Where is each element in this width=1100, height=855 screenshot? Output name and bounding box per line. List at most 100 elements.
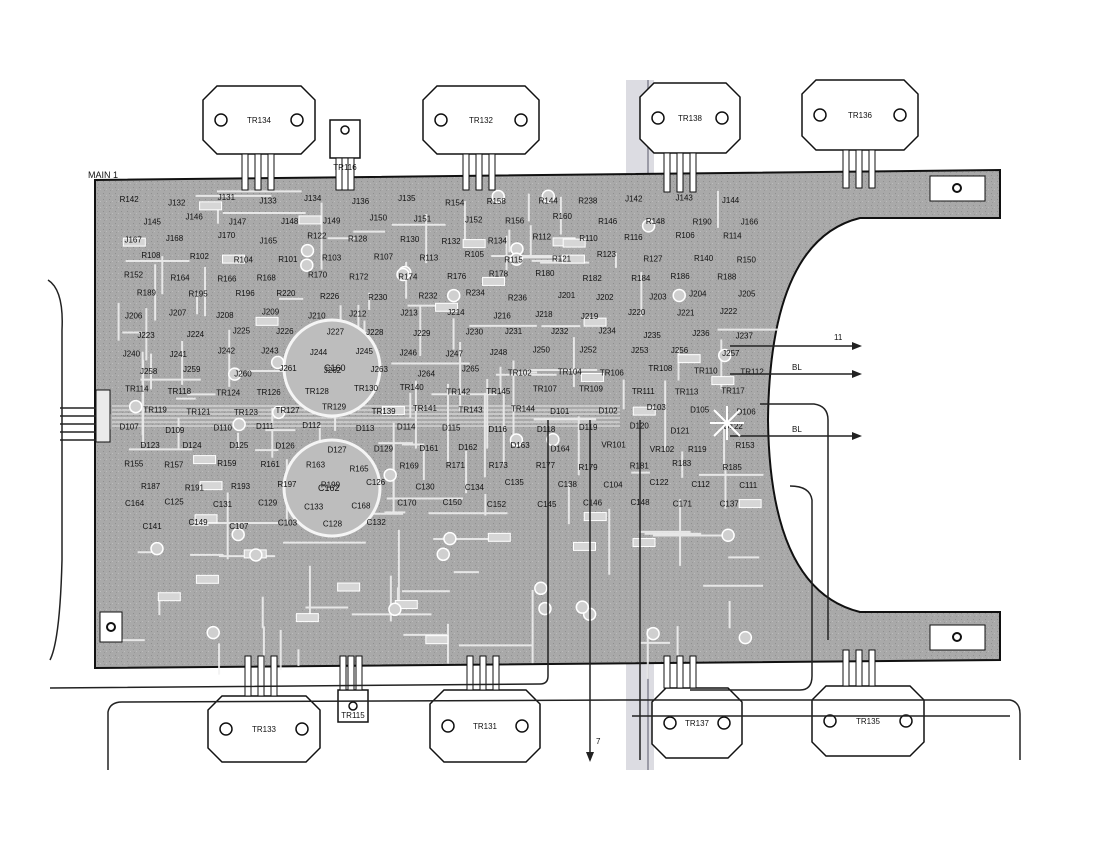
test-point-icon [710, 406, 744, 440]
component-ref: R161 [261, 460, 281, 469]
component-ref: R230 [368, 293, 388, 302]
component-ref: TR127 [276, 406, 301, 415]
component-ref: TR142 [446, 387, 471, 396]
component-ref: J145 [144, 217, 162, 226]
power-transistor: TR137 [651, 655, 743, 759]
component-ref: J216 [493, 312, 511, 321]
component-ref: R115 [504, 256, 523, 265]
component-ref: TR111 [632, 387, 655, 396]
component-ref: R238 [578, 197, 598, 206]
component-ref: J149 [323, 217, 341, 226]
component-ref: J247 [446, 350, 464, 359]
component-ref: R196 [236, 289, 256, 298]
component-ref: D109 [165, 426, 185, 435]
power-transistor: TR115 [337, 655, 369, 723]
component-ref: J222 [720, 307, 738, 316]
component-ref: J166 [741, 217, 759, 226]
component-ref: J242 [218, 346, 236, 355]
svg-text:11: 11 [834, 333, 843, 342]
component-ref: D102 [598, 407, 618, 416]
component-ref: C164 [125, 499, 145, 508]
power-transistor: TR134 [202, 85, 316, 191]
transistor-ref: TR134 [247, 116, 272, 125]
component-ref: J231 [505, 327, 523, 336]
transistor-ref: TR116 [333, 163, 357, 172]
component-ref: D116 [488, 425, 507, 434]
component-ref: R155 [124, 459, 144, 468]
component-ref: D103 [647, 403, 667, 412]
component-ref: J132 [168, 198, 186, 207]
transistor-ref: TR138 [678, 114, 703, 123]
svg-text:C162: C162 [318, 483, 340, 493]
component-ref: J218 [535, 310, 553, 319]
component-ref: J244 [310, 348, 328, 357]
component-ref: R197 [277, 480, 297, 489]
component-ref: J241 [170, 350, 188, 359]
component-ref: J203 [649, 293, 667, 302]
component-ref: C146 [583, 498, 603, 507]
component-ref: TR139 [372, 407, 397, 416]
component-ref: VR101 [601, 441, 626, 450]
component-ref: J214 [447, 308, 465, 317]
component-ref: C111 [739, 481, 757, 490]
component-ref: J227 [327, 328, 345, 337]
component-ref: J221 [677, 308, 695, 317]
mounting-hole [929, 624, 986, 651]
component-ref: J236 [692, 329, 710, 338]
component-ref: J168 [166, 234, 184, 243]
power-transistor: TR132 [422, 85, 540, 191]
component-ref: R105 [465, 250, 485, 259]
component-ref: R177 [536, 461, 556, 470]
component-ref: C170 [397, 498, 417, 507]
transistor-ref: TR115 [341, 711, 365, 720]
component-ref: R183 [672, 459, 692, 468]
component-ref: D164 [551, 445, 571, 454]
component-ref: R128 [348, 234, 368, 243]
component-ref: R164 [170, 273, 190, 282]
transistor-ref: TR137 [685, 719, 710, 728]
component-ref: TR110 [694, 366, 718, 375]
component-ref: R178 [489, 270, 509, 279]
component-ref: R165 [350, 465, 370, 474]
small-components [122, 189, 762, 645]
component-ref: J167 [124, 236, 142, 245]
edge-connector [47, 279, 111, 661]
component-ref: J258 [140, 367, 158, 376]
component-ref: TR108 [648, 364, 673, 373]
component-ref: TR106 [600, 368, 625, 377]
component-ref: D122 [724, 422, 744, 431]
component-ref: R160 [553, 212, 573, 221]
component-ref: J150 [370, 213, 388, 222]
component-ref: J265 [462, 365, 480, 374]
component-ref: R182 [583, 274, 603, 283]
power-transistor: TR135 [811, 649, 925, 757]
component-ref: J144 [722, 196, 740, 205]
transistor-ref: TR136 [848, 111, 873, 120]
component-ref: R103 [322, 254, 342, 263]
component-ref: C130 [415, 483, 435, 492]
component-ref: TR109 [579, 385, 604, 394]
svg-text:7: 7 [596, 737, 601, 746]
component-ref: J133 [259, 196, 277, 205]
component-ref: R173 [489, 461, 509, 470]
component-ref: J219 [581, 312, 599, 321]
component-ref: J170 [218, 231, 236, 240]
component-ref: R142 [120, 195, 140, 204]
component-ref: R220 [276, 289, 296, 298]
component-ref: D125 [229, 441, 249, 450]
component-ref: J262 [324, 366, 342, 375]
component-ref: J223 [137, 331, 155, 340]
component-ref: TR121 [186, 408, 211, 417]
large-capacitor: C160 [282, 318, 382, 418]
component-ref: J252 [579, 345, 597, 354]
power-transistor: TR136 [801, 79, 919, 189]
component-ref: R101 [278, 255, 298, 264]
component-ref: J212 [349, 309, 367, 318]
power-transistor: TR138 [639, 82, 741, 193]
component-ref: TR102 [508, 369, 533, 378]
component-ref: J253 [631, 346, 649, 355]
component-ref: TR123 [234, 408, 259, 417]
component-ref: R184 [631, 274, 651, 283]
component-ref: R191 [185, 484, 205, 493]
